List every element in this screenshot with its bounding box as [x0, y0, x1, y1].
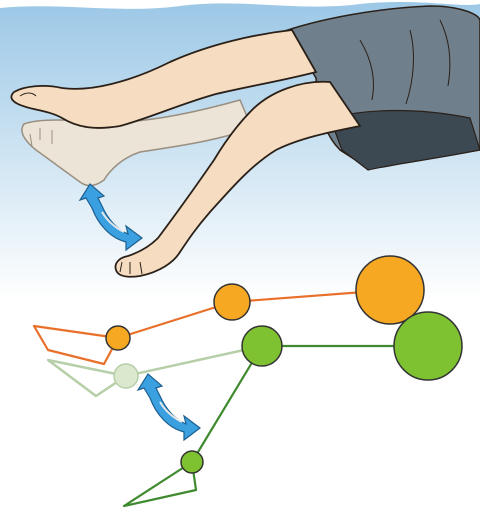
active-skeleton-line	[124, 346, 428, 506]
active-ankle-joint	[181, 451, 203, 473]
active-hip-joint	[394, 312, 462, 380]
ghost-ankle-joint	[114, 364, 138, 388]
active-knee-joint	[242, 326, 282, 366]
raised-knee-joint	[214, 284, 250, 320]
raised-ankle-joint	[106, 326, 130, 350]
raised-hip-joint	[356, 256, 424, 324]
raised-skeleton-line	[34, 290, 390, 364]
active-skeleton	[124, 312, 462, 506]
lower-motion-arrow	[138, 374, 200, 440]
curved-double-arrow-icon	[138, 374, 200, 440]
